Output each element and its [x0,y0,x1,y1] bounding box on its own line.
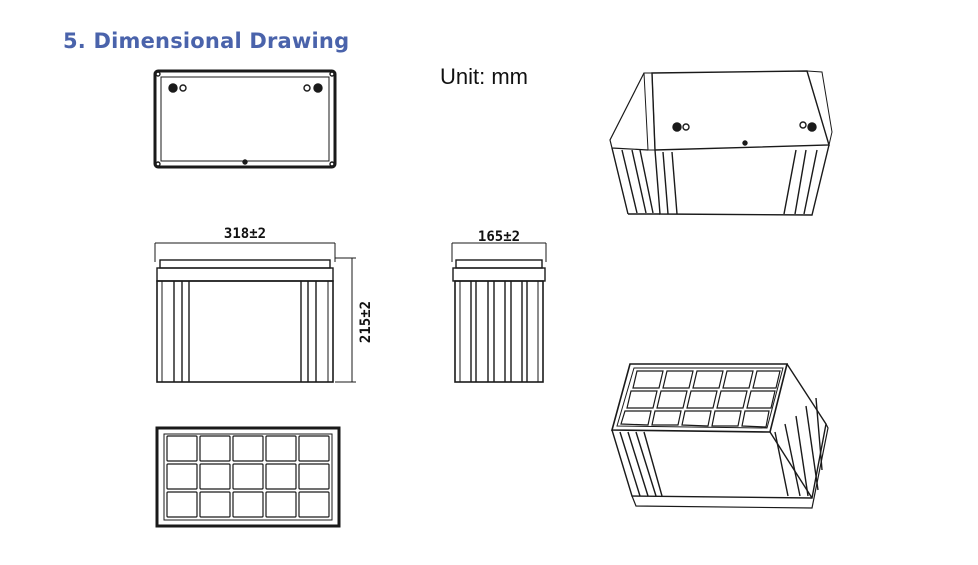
unit-label: Unit: mm [440,64,528,89]
length-dimension: 318±2 [224,226,266,242]
front-view [154,242,356,383]
top-view [153,69,337,169]
width-dimension: 165±2 [478,229,520,245]
side-view [451,242,547,383]
isometric-bottom-view [610,363,829,509]
bottom-view [155,426,341,528]
height-dimension: 215±2 [358,301,374,343]
isometric-top-view [609,70,833,216]
page-title: 5. Dimensional Drawing [63,29,350,53]
